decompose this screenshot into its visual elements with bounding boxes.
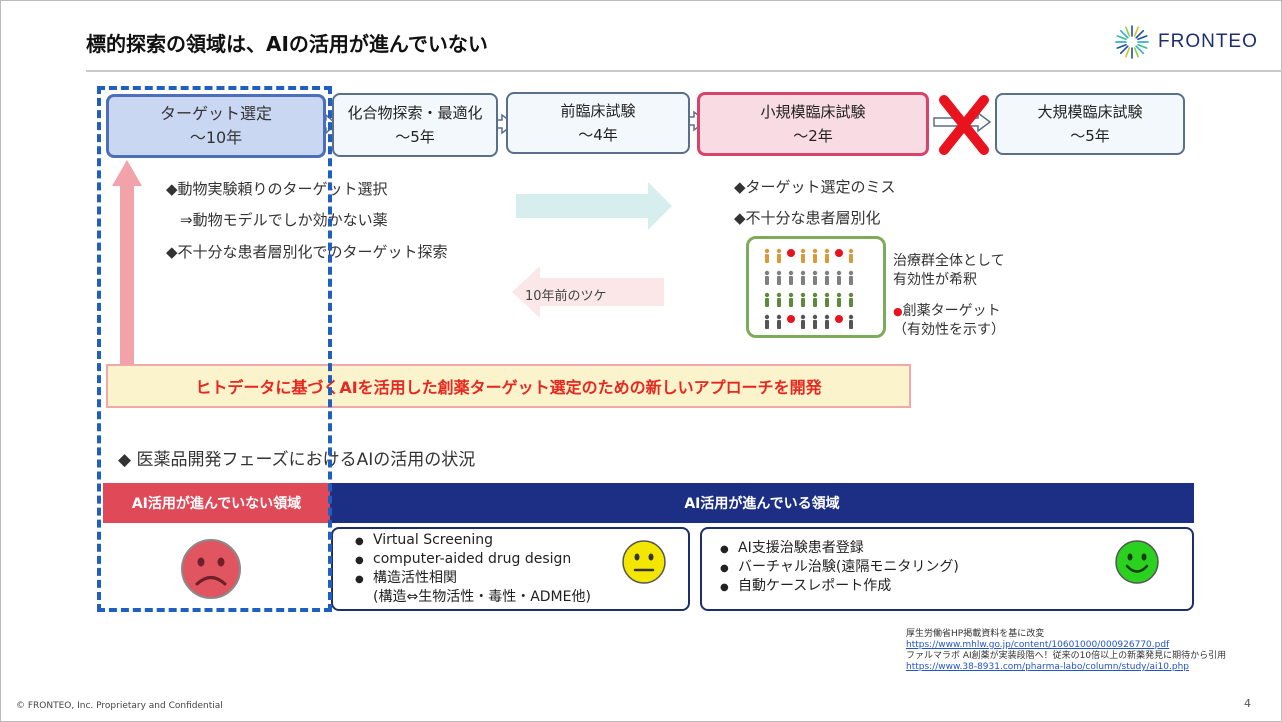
copyright-footer: © FRONTEO, Inc. Proprietary and Confiden… <box>16 701 223 711</box>
patient-figures-icon <box>764 248 854 329</box>
ai-status-heading: ◆ 医薬品開発フェーズにおけるAIの活用の状況 <box>118 445 475 470</box>
fronteo-logo: FRONTEO <box>1112 22 1258 62</box>
source-line: 厚生労働省HP掲載資料を基に改変 <box>906 629 1045 639</box>
phase-duration: ～5年 <box>395 128 435 146</box>
list-item: (構造⇔生物活性・毒性・ADME他) <box>373 589 591 605</box>
phase-small-clinical: 小規模臨床試験 ～2年 <box>697 92 929 156</box>
phase-duration: ～2年 <box>793 127 833 145</box>
phase-duration: ～4年 <box>578 126 618 144</box>
logo-text: FRONTEO <box>1158 31 1258 52</box>
title-divider <box>86 70 1282 72</box>
trial-issue: ◆ターゲット選定のミス <box>734 178 896 196</box>
target-issue: ◆不十分な患者層別化でのターゲット探索 <box>166 243 448 261</box>
red-cross-icon <box>939 95 989 155</box>
phase-duration: ～10年 <box>189 128 243 147</box>
not-progressing-label: AI活用が進んでいない領域 <box>103 483 330 523</box>
source-notes: 厚生労働省HP掲載資料を基に改変 https://www.mhlw.go.jp/… <box>906 629 1226 673</box>
dilution-line: 治療群全体として <box>893 253 1005 269</box>
phase-name: 小規模臨床試験 <box>760 103 866 121</box>
list-item: AI支援治験患者登録 <box>716 539 959 559</box>
up-arrow <box>112 160 142 364</box>
sunburst-logo-icon <box>1115 25 1149 59</box>
sad-face-icon <box>181 539 241 599</box>
forward-flow-arrow <box>516 182 672 230</box>
phase-duration: ～5年 <box>1070 127 1110 145</box>
target-issue: ⇒動物モデルでしか効かない薬 <box>180 211 388 229</box>
source-link[interactable]: https://www.mhlw.go.jp/content/10601000/… <box>906 640 1170 650</box>
right-ai-panel: AI支援治験患者登録 バーチャル治験(遠隔モニタリング) 自動ケースレポート作成 <box>700 527 1194 611</box>
neutral-face-icon <box>622 540 666 584</box>
target-issue: ◆動物実験頼りのターゲット選択 <box>166 180 388 198</box>
ai-status-text: ◆ 医薬品開発フェーズにおけるAIの活用の状況 <box>118 450 476 470</box>
phase-target-selection: ターゲット選定 ～10年 <box>106 94 326 158</box>
approach-banner: ヒトデータに基づくAIを活用した創薬ターゲット選定のための新しいアプローチを開発 <box>106 364 911 408</box>
list-item: Virtual Screening <box>351 531 591 551</box>
legend-label: 創薬ターゲット <box>902 303 1001 319</box>
red-dot-icon: ● <box>893 305 903 318</box>
list-item: 構造活性相関 <box>351 569 591 589</box>
target-legend: ●創薬ターゲット （有効性を示す） <box>893 302 1005 340</box>
phase-name: 大規模臨床試験 <box>1037 103 1143 121</box>
patient-population-box <box>746 236 886 338</box>
dilution-note: 治療群全体として 有効性が希釈 <box>893 252 1005 290</box>
legend-sublabel: （有効性を示す） <box>893 322 1005 338</box>
list-item: computer-aided drug design <box>351 550 591 570</box>
phase-large-clinical: 大規模臨床試験 ～5年 <box>995 93 1185 155</box>
phase-name: 前臨床試験 <box>560 102 636 120</box>
phase-name: 化合物探索・最適化 <box>347 104 483 122</box>
phase-name: ターゲット選定 <box>159 104 272 123</box>
happy-face-icon <box>1115 540 1159 584</box>
source-link[interactable]: https://www.38-8931.com/pharma-labo/colu… <box>906 662 1189 672</box>
left-ai-panel: Virtual Screening computer-aided drug de… <box>331 527 690 611</box>
progressing-label: AI活用が進んでいる領域 <box>330 483 1194 523</box>
phase-compound-optimization: 化合物探索・最適化 ～5年 <box>332 93 498 157</box>
dilution-line: 有効性が希釈 <box>893 272 977 288</box>
trial-issue: ◆不十分な患者層別化 <box>734 209 881 227</box>
list-item: バーチャル治験(遠隔モニタリング) <box>716 558 959 578</box>
phase-preclinical: 前臨床試験 ～4年 <box>506 92 690 154</box>
list-item: 自動ケースレポート作成 <box>716 577 959 597</box>
source-line: ファルマラボ AI創薬が実装段階へ！従来の10倍以上の新薬発見に期待から引用 <box>906 651 1227 661</box>
back-flow-arrow <box>512 266 664 318</box>
page-number: 4 <box>1244 697 1251 710</box>
slide-title: 標的探索の領域は、AIの活用が進んでいない <box>86 32 488 56</box>
back-arrow-label: 10年前のツケ <box>525 289 607 304</box>
